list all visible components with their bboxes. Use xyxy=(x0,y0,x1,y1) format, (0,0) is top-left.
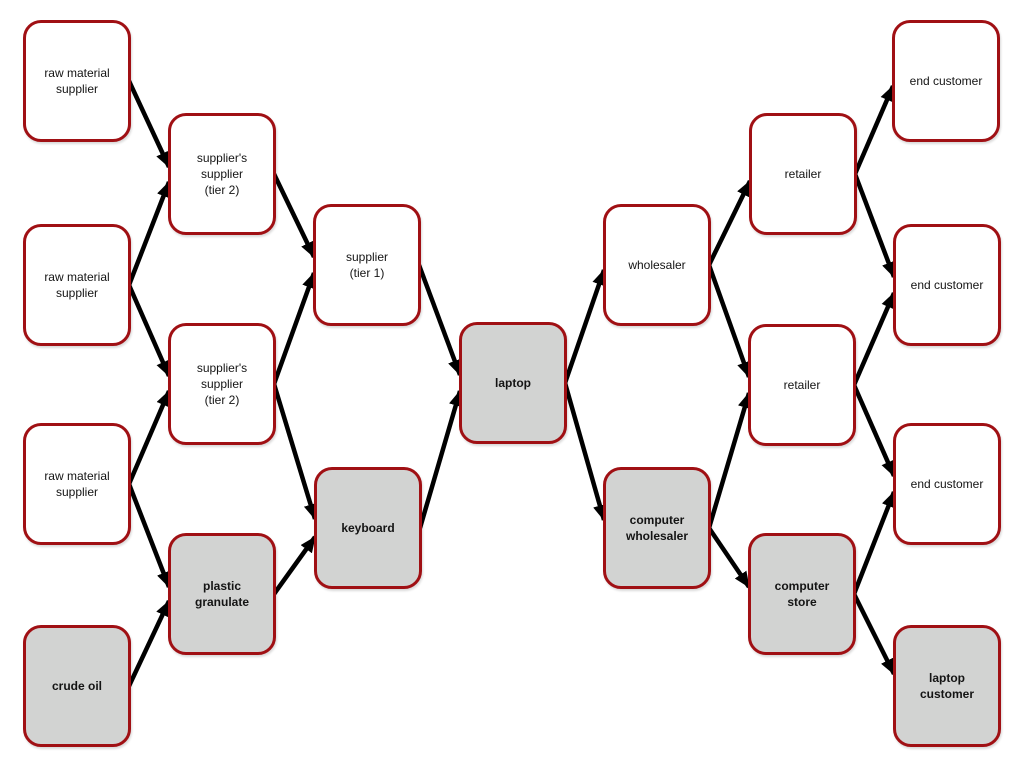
node-label-line: (tier 2) xyxy=(204,183,240,198)
node-label-line: raw material xyxy=(44,269,110,284)
node-label: raw material supplier xyxy=(44,65,109,97)
node-label-line: store xyxy=(787,595,817,609)
node-label: raw material supplier xyxy=(44,468,109,500)
node-label-line: granulate xyxy=(194,595,249,609)
node-tier1-supplier: supplier (tier 1) xyxy=(313,204,421,326)
edge-retailer-2--end-customer-2 xyxy=(851,292,897,386)
node-label: raw material supplier xyxy=(44,269,109,301)
node-label-line: crude oil xyxy=(51,678,102,693)
node-label: plastic granulate xyxy=(195,578,249,610)
node-label-line: supplier's xyxy=(196,360,248,375)
edge-retailer-2--end-customer-3 xyxy=(851,384,897,477)
node-label: end customer xyxy=(911,277,984,293)
edge-raw-material-supplier-1--tier2-supplier-1 xyxy=(126,80,172,168)
node-label: wholesaler xyxy=(628,257,685,273)
node-computer-wholesaler: computer wholesaler xyxy=(603,467,711,589)
node-label-line: computer xyxy=(774,578,830,593)
node-label-line: end customer xyxy=(909,73,983,88)
node-label-line: customer xyxy=(919,687,975,701)
edge-laptop--computer-wholesaler xyxy=(562,382,607,521)
node-label-line: wholesaler xyxy=(625,529,689,543)
node-raw-material-supplier-3: raw material supplier xyxy=(23,423,131,545)
edge-laptop--wholesaler xyxy=(562,269,607,384)
node-end-customer-3: end customer xyxy=(893,423,1001,545)
edge-tier2-supplier-1--tier1-supplier xyxy=(271,173,317,258)
node-label: end customer xyxy=(910,73,983,89)
node-end-customer-1: end customer xyxy=(892,20,1000,142)
edge-keyboard--laptop xyxy=(417,390,463,529)
node-label-line: keyboard xyxy=(341,520,395,535)
edge-raw-material-supplier-2--tier2-supplier-1 xyxy=(126,181,172,286)
edge-computer-wholesaler--computer-store xyxy=(707,526,751,589)
node-retailer-2: retailer xyxy=(748,324,856,446)
edge-wholesaler--retailer-2 xyxy=(706,264,752,378)
node-label-line: supplier xyxy=(345,249,389,264)
node-label-line: supplier xyxy=(55,286,98,300)
edge-retailer-1--end-customer-1 xyxy=(852,85,896,175)
node-end-customer-2: end customer xyxy=(893,224,1001,346)
node-label-line: supplier xyxy=(200,166,243,181)
node-raw-material-supplier-1: raw material supplier xyxy=(23,20,131,142)
node-crude-oil: crude oil xyxy=(23,625,131,747)
node-label-line: (tier 1) xyxy=(349,266,385,280)
node-label: laptop xyxy=(495,375,531,391)
node-label-line: retailer xyxy=(783,377,821,392)
node-computer-store: computer store xyxy=(748,533,856,655)
edge-tier2-supplier-2--keyboard xyxy=(271,383,318,520)
node-label-line: plastic xyxy=(202,578,241,593)
node-label-line: end customer xyxy=(910,277,984,292)
edge-raw-material-supplier-3--tier2-supplier-2 xyxy=(126,390,172,485)
edge-retailer-1--end-customer-2 xyxy=(852,173,897,278)
node-label: keyboard xyxy=(341,520,394,536)
node-label-line: supplier xyxy=(200,376,243,391)
node-label-line: supplier xyxy=(55,82,98,96)
edge-computer-store--end-customer-3 xyxy=(851,491,897,595)
node-label-line: wholesaler xyxy=(628,257,686,272)
node-label: computer wholesaler xyxy=(626,512,688,544)
node-laptop: laptop xyxy=(459,322,567,444)
node-label: computer store xyxy=(775,578,830,610)
edge-raw-material-supplier-2--tier2-supplier-2 xyxy=(126,284,172,377)
node-label-line: retailer xyxy=(784,166,822,181)
edge-plastic-granulate--keyboard xyxy=(272,535,317,596)
node-label-line: raw material xyxy=(44,65,110,80)
node-label: laptop customer xyxy=(920,670,974,702)
edge-tier2-supplier-2--tier1-supplier xyxy=(271,272,317,385)
edge-computer-wholesaler--retailer-2 xyxy=(706,392,752,529)
edge-crude-oil--plastic-granulate xyxy=(126,600,172,687)
node-label: crude oil xyxy=(52,678,102,694)
node-plastic-granulate: plastic granulate xyxy=(168,533,276,655)
node-label-line: laptop xyxy=(929,670,965,685)
node-raw-material-supplier-2: raw material supplier xyxy=(23,224,131,346)
edge-tier1-supplier--laptop xyxy=(416,264,463,376)
node-label-line: supplier xyxy=(55,485,98,499)
node-label-line: (tier 2) xyxy=(204,393,240,408)
node-label: supplier (tier 1) xyxy=(346,249,388,281)
node-wholesaler: wholesaler xyxy=(603,204,711,326)
node-label-line: laptop xyxy=(495,375,531,390)
edge-computer-store--laptop-customer xyxy=(851,592,897,676)
node-keyboard: keyboard xyxy=(314,467,422,589)
node-label-line: raw material xyxy=(44,468,110,483)
node-label: retailer xyxy=(785,166,822,182)
edge-raw-material-supplier-3--plastic-granulate xyxy=(126,483,172,588)
node-label: retailer xyxy=(784,377,821,393)
edge-wholesaler--retailer-1 xyxy=(706,180,753,266)
node-label-line: end customer xyxy=(910,476,984,491)
node-laptop-customer: laptop customer xyxy=(893,625,1001,747)
node-retailer-1: retailer xyxy=(749,113,857,235)
node-label-line: computer xyxy=(629,512,685,527)
node-label-line: supplier's xyxy=(196,150,248,165)
node-label: end customer xyxy=(911,476,984,492)
